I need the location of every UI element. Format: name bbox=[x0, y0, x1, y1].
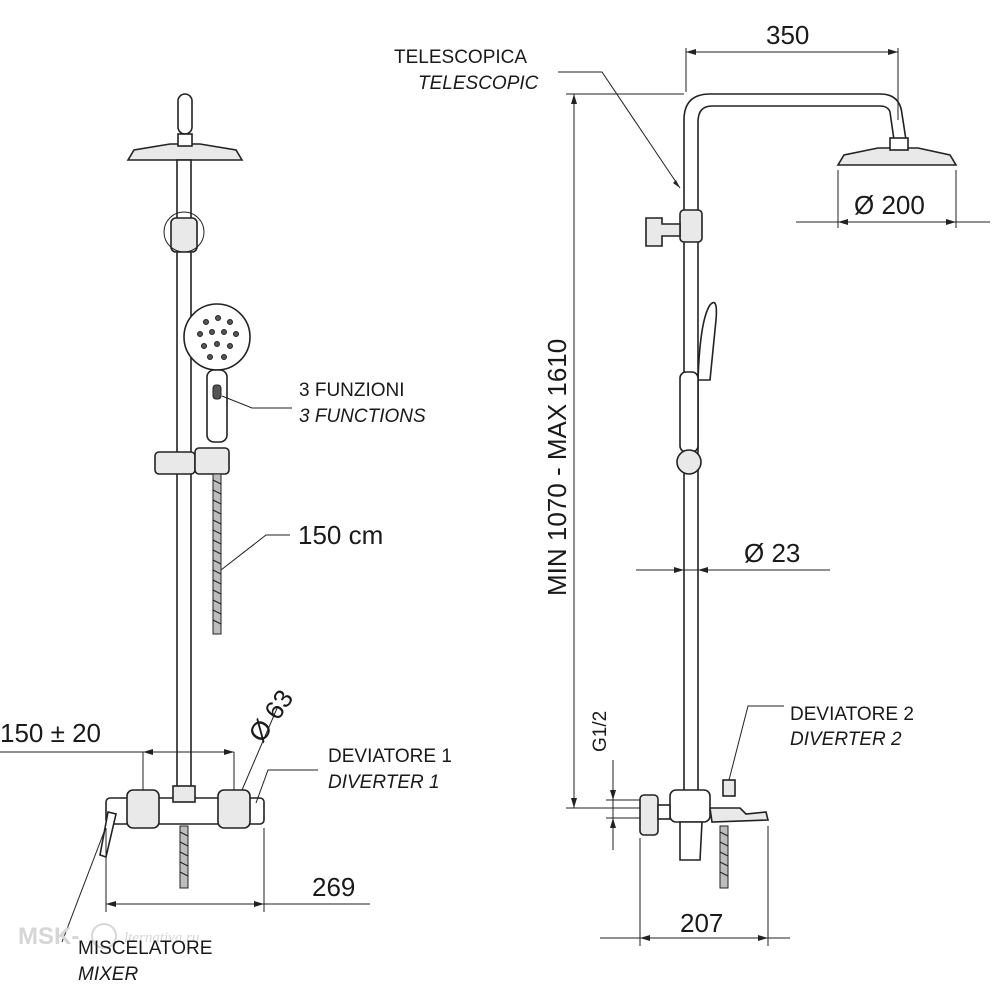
front-shower-head bbox=[126, 143, 244, 161]
side-hand-shower-handle bbox=[679, 371, 699, 453]
head-diameter-dimension: Ø 200 bbox=[854, 190, 925, 220]
front-function-button bbox=[212, 384, 222, 400]
front-inlet-hose bbox=[179, 825, 189, 889]
watermark-logo-icon bbox=[91, 923, 117, 949]
diverter2-label-en: DIVERTER 2 bbox=[790, 729, 902, 750]
front-handset-holder bbox=[194, 447, 230, 475]
mixer-label-en: MIXER bbox=[78, 964, 138, 985]
arm-reach-dimension: 350 bbox=[766, 20, 809, 50]
side-telescopic-collar bbox=[679, 209, 703, 243]
front-mixer-outlet bbox=[172, 785, 196, 803]
mixer-width-dimension: 269 bbox=[312, 872, 355, 902]
functions-label-it: 3 FUNZIONI bbox=[299, 380, 405, 401]
side-inlet-hose bbox=[719, 825, 729, 889]
side-eccentric bbox=[657, 804, 671, 820]
functions-label-en: 3 FUNCTIONS bbox=[299, 406, 426, 427]
hose-length-dimension: 150 cm bbox=[298, 520, 383, 550]
front-mixer-left-knob bbox=[126, 789, 160, 829]
front-hand-shower-head bbox=[183, 303, 251, 371]
front-riser-pipe bbox=[176, 159, 192, 796]
diverter2-label-it: DEVIATORE 2 bbox=[790, 704, 914, 725]
mixer-label-it: MISCELATORE bbox=[78, 938, 212, 959]
thread-dimension: G1/2 bbox=[590, 711, 611, 752]
side-hand-shower bbox=[697, 301, 718, 381]
front-mixer-lever bbox=[99, 811, 117, 859]
inlet-centers-dimension: 150 ± 20 bbox=[0, 718, 101, 748]
side-mixer-lever bbox=[679, 821, 703, 861]
side-head-connector bbox=[889, 137, 909, 151]
diverter1-label-it: DEVIATORE 1 bbox=[328, 746, 452, 767]
side-depth-dimension: 207 bbox=[680, 908, 723, 938]
front-collar-ring bbox=[163, 211, 205, 253]
side-collar-knob bbox=[645, 217, 681, 247]
telescopic-label-en: TELESCOPIC bbox=[418, 73, 539, 94]
side-mixer-body bbox=[669, 789, 711, 823]
side-diverter-2 bbox=[722, 779, 736, 797]
front-slider-bracket bbox=[154, 451, 196, 475]
watermark-site: lternativa.ru bbox=[124, 930, 199, 946]
front-hand-shower-handle bbox=[206, 369, 228, 443]
front-mixer-right-knob bbox=[217, 789, 251, 829]
front-head-connector bbox=[177, 133, 193, 147]
front-telescopic-collar bbox=[170, 217, 198, 253]
pipe-diameter-dimension: Ø 23 bbox=[744, 538, 800, 568]
side-view bbox=[558, 48, 990, 946]
front-view bbox=[0, 93, 370, 943]
side-slider-knob bbox=[676, 449, 702, 475]
watermark-brand: MSK- bbox=[18, 923, 79, 950]
telescopic-label-it: TELESCOPICA bbox=[394, 47, 527, 68]
side-wall-flange bbox=[639, 794, 659, 836]
front-hose bbox=[212, 473, 222, 635]
front-arm-top bbox=[177, 93, 193, 135]
height-range-dimension: MIN 1070 - MAX 1610 bbox=[542, 339, 572, 596]
side-shower-head bbox=[836, 147, 958, 166]
side-mixer-spout bbox=[709, 807, 770, 823]
diverter1-label-en: DIVERTER 1 bbox=[328, 772, 440, 793]
flange-diameter-dimension: Ø 63 bbox=[242, 684, 299, 747]
